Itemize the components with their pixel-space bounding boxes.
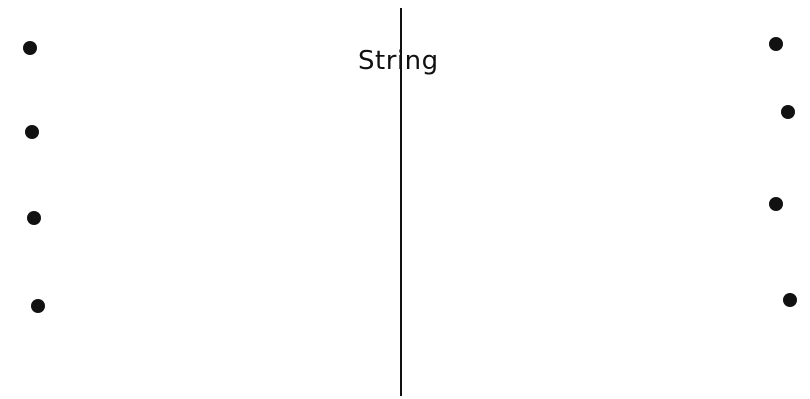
seated-person-left-1 [8, 41, 62, 112]
seated-person-right-2 [756, 105, 810, 176]
standing-person-right-1 [655, 22, 673, 91]
standing-person-right-3 [683, 184, 701, 253]
seated-person-left-2 [10, 125, 64, 196]
string-label: String [358, 46, 439, 76]
standing-person-right-4 [677, 286, 695, 355]
standing-person-left-3 [133, 206, 151, 275]
standing-person-left-1 [129, 32, 147, 101]
seated-person-left-3 [12, 211, 66, 282]
seated-person-left-4 [16, 299, 70, 370]
standing-person-left-4 [139, 292, 157, 361]
standing-person-left-2 [109, 118, 127, 187]
standing-person-right-2 [675, 98, 693, 167]
seated-person-right-3 [744, 197, 798, 268]
seated-person-right-1 [744, 37, 798, 108]
seated-person-right-4 [758, 293, 810, 364]
